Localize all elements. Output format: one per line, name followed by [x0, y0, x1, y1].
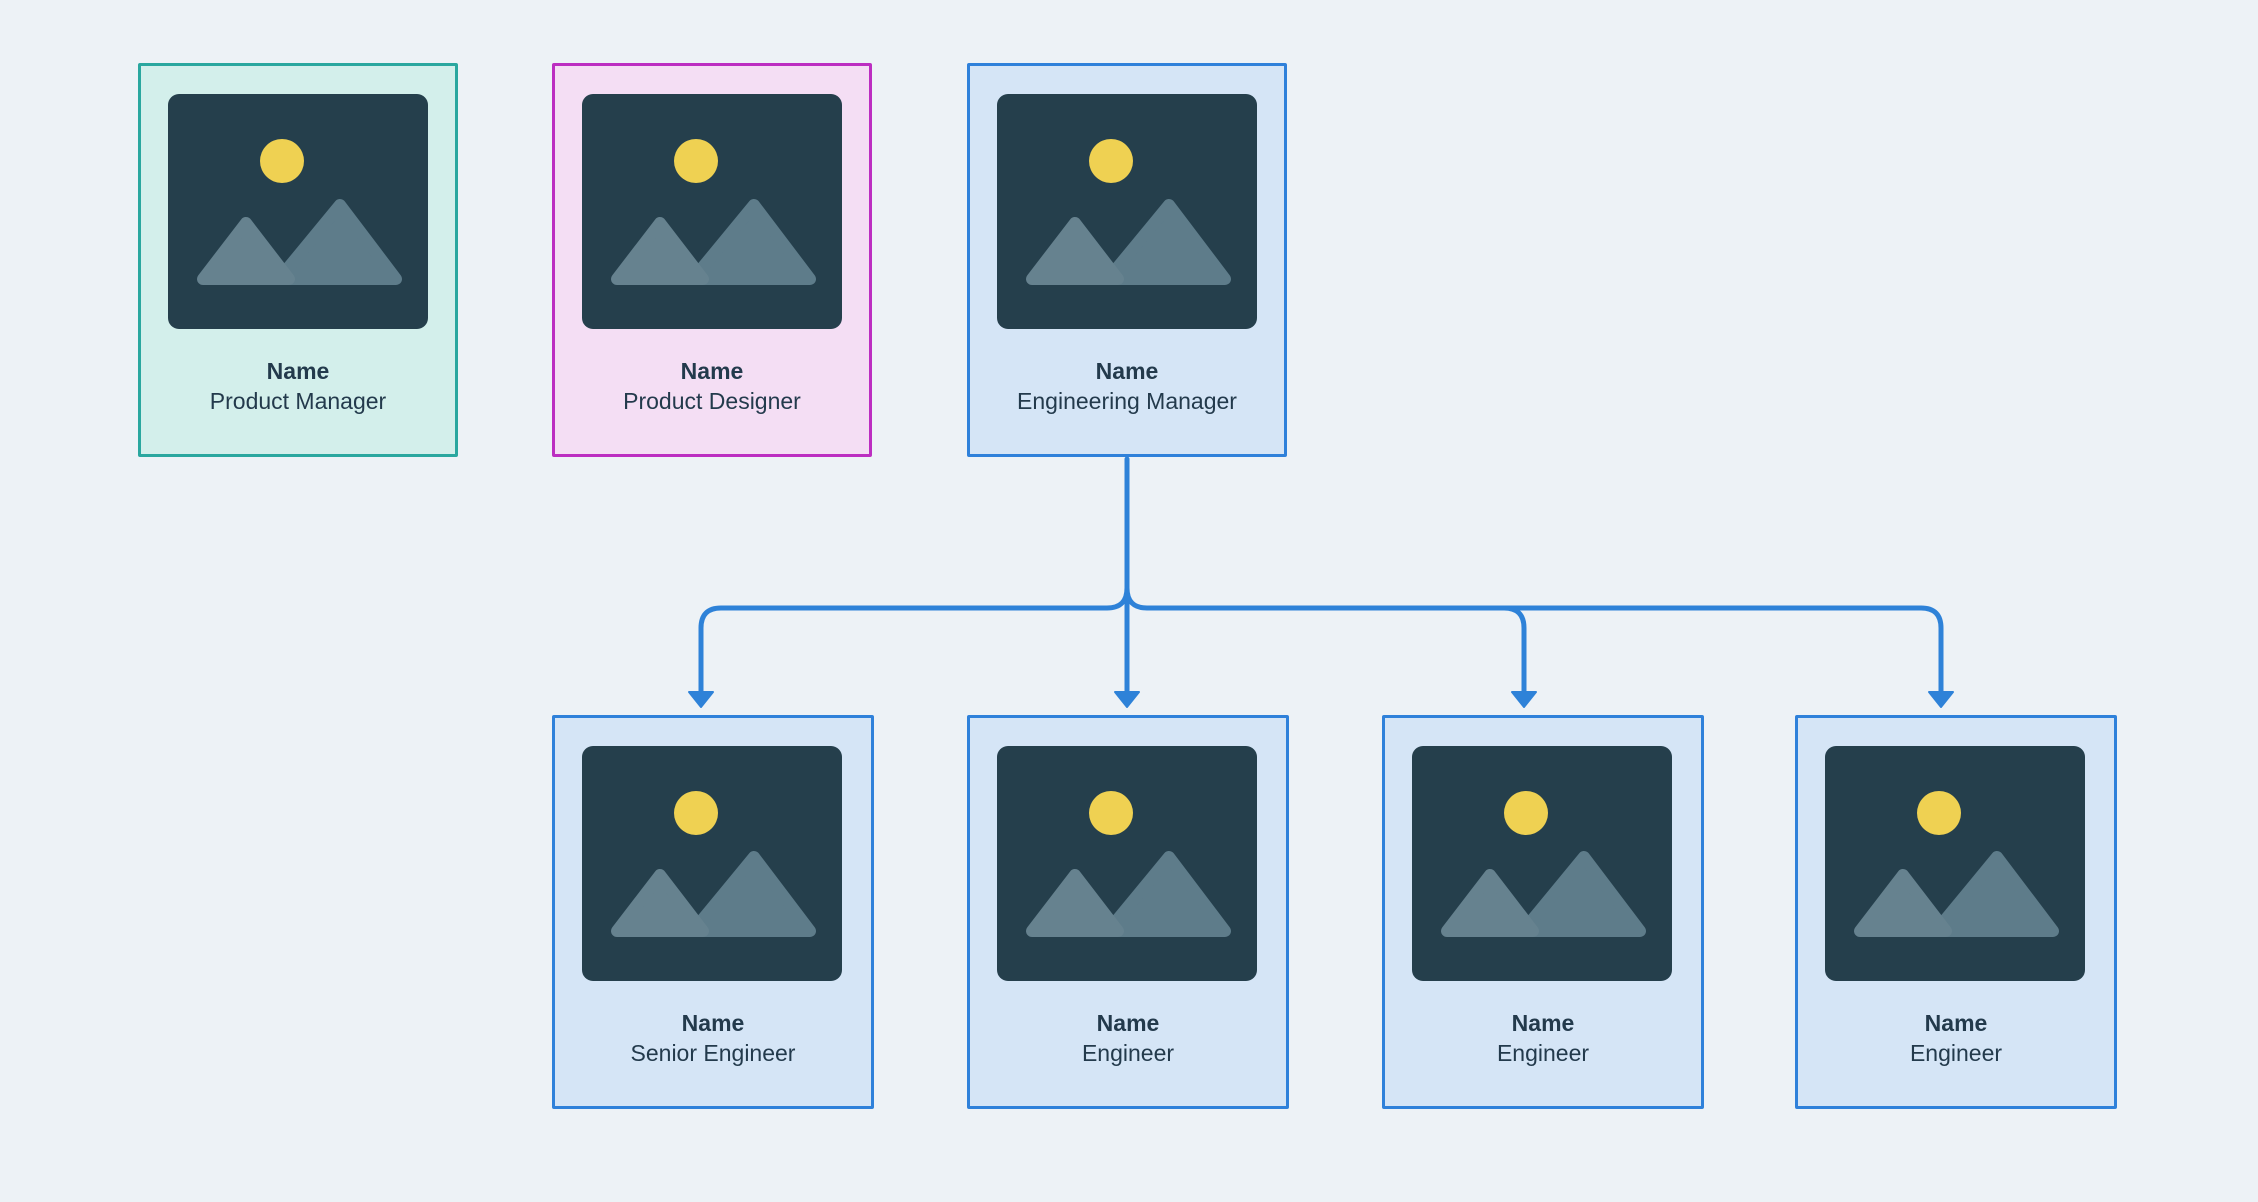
image-placeholder-icon — [582, 746, 842, 981]
node-name: Name — [681, 1010, 745, 1036]
org-node-engineer[interactable]: Name Engineer — [1382, 715, 1704, 1109]
node-name: Name — [1095, 358, 1159, 384]
arrow-down-icon — [1928, 691, 1954, 708]
node-role: Engineer — [1081, 1040, 1175, 1066]
image-placeholder-icon — [1412, 746, 1672, 981]
connector-path — [698, 585, 1130, 695]
node-role: Engineering Manager — [1017, 388, 1237, 414]
org-node-product-designer[interactable]: Name Product Designer — [552, 63, 872, 457]
node-name: Name — [1924, 1010, 1988, 1036]
image-placeholder-icon — [582, 94, 842, 329]
org-node-product-manager[interactable]: Name Product Manager — [138, 63, 458, 457]
node-role: Senior Engineer — [630, 1040, 796, 1066]
node-name: Name — [266, 358, 330, 384]
arrow-down-icon — [688, 691, 714, 708]
org-node-engineering-manager[interactable]: Name Engineering Manager — [967, 63, 1287, 457]
node-name: Name — [1096, 1010, 1160, 1036]
image-placeholder-icon — [1825, 746, 2085, 981]
node-role: Engineer — [1496, 1040, 1590, 1066]
connector-path — [1124, 585, 1944, 695]
arrow-down-icon — [1511, 691, 1537, 708]
node-name: Name — [680, 358, 744, 384]
org-node-engineer[interactable]: Name Engineer — [1795, 715, 2117, 1109]
node-role: Product Manager — [209, 388, 387, 414]
node-name: Name — [1511, 1010, 1575, 1036]
node-role: Product Designer — [623, 388, 801, 414]
image-placeholder-icon — [997, 746, 1257, 981]
arrow-down-icon — [1114, 691, 1140, 708]
image-placeholder-icon — [168, 94, 428, 329]
org-node-senior-engineer[interactable]: Name Senior Engineer — [552, 715, 874, 1109]
connector-path — [1501, 605, 1527, 695]
image-placeholder-icon — [997, 94, 1257, 329]
org-node-engineer[interactable]: Name Engineer — [967, 715, 1289, 1109]
node-role: Engineer — [1909, 1040, 2003, 1066]
